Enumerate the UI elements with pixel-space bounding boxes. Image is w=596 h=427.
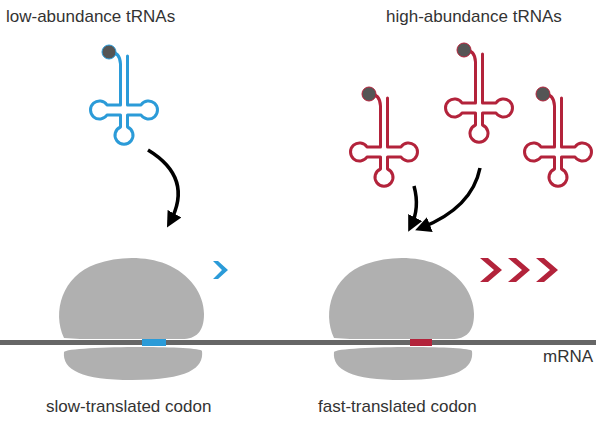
binding-arrow <box>421 168 480 228</box>
trna-group-label: high-abundance tRNAs <box>386 7 562 27</box>
trna-low <box>91 45 158 144</box>
speed-chevron <box>213 261 228 279</box>
speed-chevron <box>508 258 530 282</box>
trna-group-label: low-abundance tRNAs <box>6 7 175 27</box>
ribosome-left <box>59 258 204 380</box>
codon-label: slow-translated codon <box>46 397 211 417</box>
ribosome-right <box>329 258 474 380</box>
slow-codon <box>142 339 166 346</box>
binding-arrow <box>148 150 178 222</box>
codon-label: fast-translated codon <box>318 397 477 417</box>
speed-chevron <box>536 258 558 282</box>
strand-label: mRNA <box>543 347 593 367</box>
trna-high-3 <box>525 87 592 186</box>
trna-high-2 <box>446 43 513 142</box>
fast-codon <box>410 339 432 346</box>
speed-chevron <box>480 258 502 282</box>
binding-arrow <box>411 186 416 226</box>
mrna-strand <box>0 340 596 345</box>
trna-high-1 <box>351 87 418 186</box>
